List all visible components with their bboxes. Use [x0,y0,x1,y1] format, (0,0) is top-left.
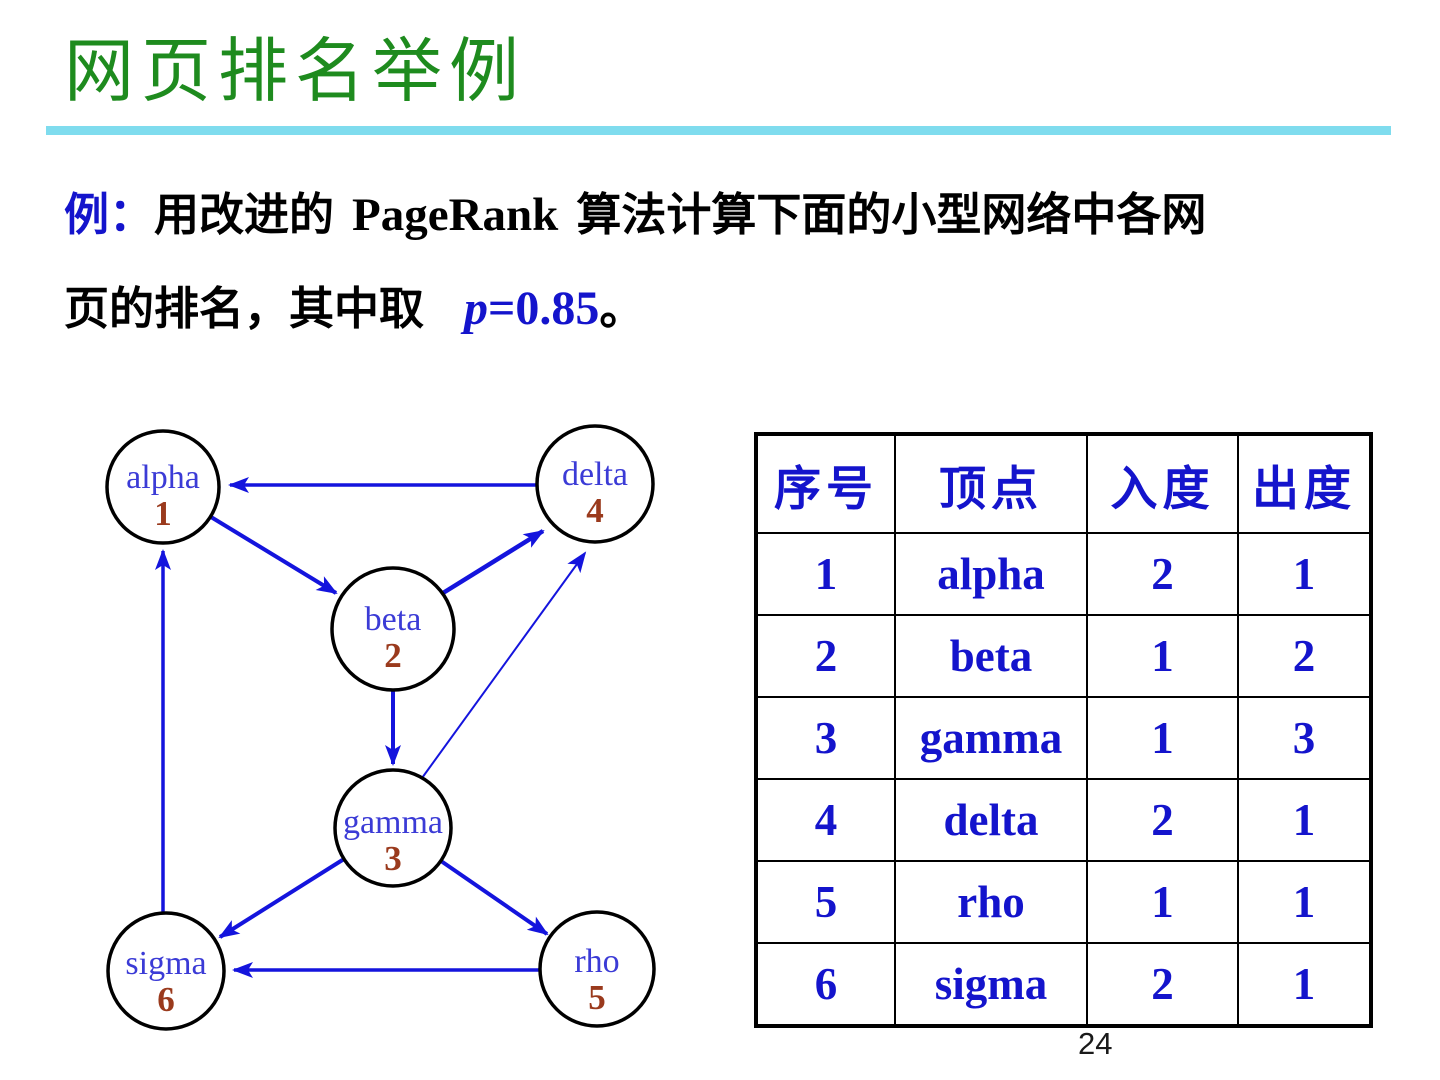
table-row: 6 sigma 2 1 [755,942,1372,1027]
cell-out: 1 [1237,778,1372,862]
node-gamma: gamma 3 [333,768,453,888]
edge-gamma-rho [439,859,549,936]
node-gamma-number: 3 [384,839,402,878]
p-variable: p [464,282,489,335]
cell-in: 2 [1086,778,1239,862]
cell-vertex: gamma [894,696,1088,780]
node-sigma-circle [106,911,226,1031]
problem-statement-line2: 页的排名，其中取 p=0.85。 [64,262,1394,356]
edge-beta-delta [441,529,545,595]
network-diagram: alpha 1 delta 4 beta 2 gamma 3 sigma 6 r… [105,424,656,1031]
problem-statement: 例：用改进的 PageRank 算法计算下面的小型网络中各网 页的排名，其中取 p=0… [64,168,1394,356]
node-rho-circle [538,910,656,1028]
node-beta-circle [330,566,456,692]
intro-period: 。 [599,283,645,334]
degree-table: 序号 顶点 入度 出度 1 alpha 2 1 2 beta 1 2 3 gam… [754,432,1373,1028]
cell-no: 3 [755,696,896,780]
cell-vertex: delta [894,778,1088,862]
node-delta: delta 4 [535,424,655,544]
table-row: 4 delta 2 1 [755,778,1372,862]
node-sigma-number: 6 [157,980,175,1019]
intro-text-2: 算法计算下面的小型网络中各网 [576,189,1207,240]
cell-no: 4 [755,778,896,862]
cell-vertex: beta [894,614,1088,698]
node-sigma: sigma 6 [106,911,226,1031]
cell-in: 2 [1086,942,1239,1027]
header-out-degree: 出度 [1237,433,1372,534]
node-delta-number: 4 [586,491,604,530]
node-gamma-circle [333,768,453,888]
p-value: =0.85 [488,282,600,335]
title-underline [46,126,1391,135]
cell-out: 1 [1237,860,1372,944]
pagerank-term: PageRank [352,189,559,241]
node-sigma-label: sigma [125,945,206,982]
cell-out: 2 [1237,614,1372,698]
cell-out: 3 [1237,696,1372,780]
cell-in: 1 [1086,696,1239,780]
table-row: 3 gamma 1 3 [755,696,1372,780]
intro-text-3: 页的排名，其中取 [64,283,425,334]
node-rho-label: rho [574,943,619,980]
page-title: 网页排名举例 [64,34,526,111]
header-in-degree: 入度 [1086,433,1239,534]
cell-vertex: alpha [894,532,1088,616]
table-row: 2 beta 1 2 [755,614,1372,698]
node-gamma-label: gamma [343,804,443,841]
cell-in: 1 [1086,860,1239,944]
node-beta-number: 2 [384,636,402,675]
cell-no: 6 [755,942,896,1027]
edge-gamma-delta [421,551,587,779]
example-label: 例： [64,189,155,240]
edge-alpha-beta [209,515,338,595]
cell-in: 2 [1086,532,1239,616]
header-index: 序号 [755,433,896,534]
table-row: 1 alpha 2 1 [755,532,1372,616]
page-number: 24 [1078,1026,1113,1061]
p-parameter: p=0.85 [464,282,599,335]
node-alpha-label: alpha [126,459,200,496]
cell-out: 1 [1237,532,1372,616]
header-vertex: 顶点 [894,433,1088,534]
table-header-row: 序号 顶点 入度 出度 [755,433,1372,534]
node-alpha-circle [105,429,221,545]
cell-in: 1 [1086,614,1239,698]
node-beta-label: beta [365,601,422,638]
intro-text-1: 用改进的 [154,189,335,240]
edge-gamma-sigma [218,857,346,939]
node-alpha-number: 1 [154,494,172,533]
cell-no: 5 [755,860,896,944]
cell-vertex: rho [894,860,1088,944]
table-row: 5 rho 1 1 [755,860,1372,944]
node-delta-circle [535,424,655,544]
cell-vertex: sigma [894,942,1088,1027]
node-alpha: alpha 1 [105,429,221,545]
node-rho: rho 5 [538,910,656,1028]
node-beta: beta 2 [330,566,456,692]
cell-out: 1 [1237,942,1372,1027]
cell-no: 1 [755,532,896,616]
node-rho-number: 5 [588,978,606,1017]
cell-no: 2 [755,614,896,698]
problem-statement-line1: 例：用改进的 PageRank 算法计算下面的小型网络中各网 [64,168,1394,262]
node-delta-label: delta [562,456,628,493]
